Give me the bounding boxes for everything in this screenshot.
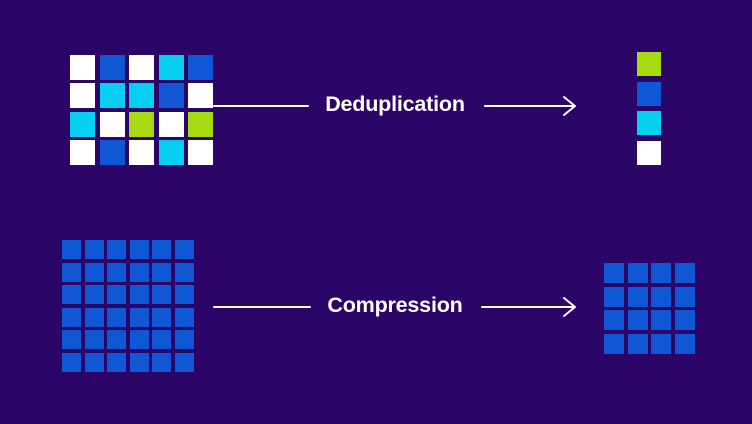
- grid-cell-blue: [152, 307, 171, 327]
- grid-cell-blue: [84, 352, 104, 372]
- grid-cell-blue: [129, 330, 149, 349]
- grid-cell-green: [188, 111, 213, 137]
- grid-cell-blue: [107, 262, 126, 282]
- grid-cell-cyan: [99, 83, 125, 109]
- grid-cell-blue: [62, 240, 81, 259]
- grid-cell-blue: [62, 330, 81, 349]
- grid-cell-blue: [152, 352, 171, 372]
- grid-cell-blue: [84, 285, 104, 304]
- deduplication-label: Deduplication: [325, 92, 465, 116]
- grid-cell-blue: [107, 285, 126, 304]
- grid-cell-blue: [651, 286, 672, 307]
- grid-cell-blue: [604, 310, 624, 331]
- grid-cell-blue: [62, 262, 81, 282]
- grid-cell-blue: [152, 330, 171, 349]
- grid-cell-blue: [651, 263, 672, 283]
- grid-cell-white: [129, 140, 154, 166]
- grid-cell-blue: [107, 330, 126, 349]
- grid-cell-blue: [107, 240, 126, 259]
- grid-cell-blue: [107, 352, 126, 372]
- grid-cell-blue: [188, 55, 213, 80]
- grid-cell-blue: [129, 352, 149, 372]
- grid-cell-blue: [99, 55, 125, 80]
- grid-cell-blue: [174, 262, 194, 282]
- grid-cell-blue: [84, 240, 104, 259]
- grid-cell-blue: [674, 263, 695, 283]
- grid-cell-white: [637, 140, 661, 165]
- grid-cell-white: [129, 55, 154, 80]
- deduplication-arrow: [213, 96, 576, 116]
- grid-cell-blue: [152, 285, 171, 304]
- grid-cell-cyan: [637, 111, 661, 135]
- grid-cell-blue: [674, 286, 695, 307]
- grid-cell-blue: [62, 285, 81, 304]
- grid-cell-blue: [62, 352, 81, 372]
- grid-cell-blue: [674, 310, 695, 331]
- grid-cell-white: [70, 83, 95, 109]
- compression-input-grid: [62, 240, 194, 372]
- grid-cell-blue: [99, 140, 125, 166]
- grid-cell-blue: [674, 333, 695, 354]
- compression-label: Compression: [327, 293, 463, 317]
- grid-cell-blue: [627, 286, 648, 307]
- grid-cell-blue: [651, 310, 672, 331]
- grid-cell-blue: [84, 307, 104, 327]
- grid-cell-blue: [174, 352, 194, 372]
- grid-cell-blue: [152, 262, 171, 282]
- grid-cell-blue: [62, 307, 81, 327]
- grid-cell-blue: [174, 240, 194, 259]
- grid-cell-white: [188, 83, 213, 109]
- arrowhead-icon: [563, 96, 576, 116]
- grid-cell-blue: [174, 285, 194, 304]
- grid-cell-blue: [152, 240, 171, 259]
- grid-cell-blue: [604, 286, 624, 307]
- grid-cell-blue: [651, 333, 672, 354]
- grid-cell-cyan: [70, 111, 95, 137]
- grid-cell-blue: [174, 307, 194, 327]
- arrowhead-icon: [563, 297, 576, 317]
- grid-cell-blue: [158, 83, 184, 109]
- grid-cell-blue: [627, 310, 648, 331]
- grid-cell-blue: [174, 330, 194, 349]
- grid-cell-white: [70, 140, 95, 166]
- grid-cell-blue: [84, 262, 104, 282]
- grid-cell-cyan: [158, 140, 184, 166]
- dedup-input-grid: [70, 55, 213, 166]
- grid-cell-blue: [604, 333, 624, 354]
- grid-cell-blue: [627, 333, 648, 354]
- compression-arrow: [213, 297, 576, 317]
- grid-cell-blue: [129, 262, 149, 282]
- grid-cell-blue: [129, 307, 149, 327]
- grid-cell-white: [158, 111, 184, 137]
- grid-cell-cyan: [158, 55, 184, 80]
- grid-cell-cyan: [129, 83, 154, 109]
- grid-cell-blue: [604, 263, 624, 283]
- grid-cell-blue: [129, 240, 149, 259]
- grid-cell-green: [129, 111, 154, 137]
- grid-cell-white: [99, 111, 125, 137]
- grid-cell-green: [637, 52, 661, 76]
- grid-cell-blue: [637, 81, 661, 106]
- grid-cell-white: [188, 140, 213, 166]
- grid-cell-blue: [107, 307, 126, 327]
- grid-cell-blue: [129, 285, 149, 304]
- grid-cell-blue: [84, 330, 104, 349]
- grid-cell-blue: [627, 263, 648, 283]
- compression-output-grid: [604, 263, 695, 354]
- dedup-output-column: [637, 52, 661, 165]
- grid-cell-white: [70, 55, 95, 80]
